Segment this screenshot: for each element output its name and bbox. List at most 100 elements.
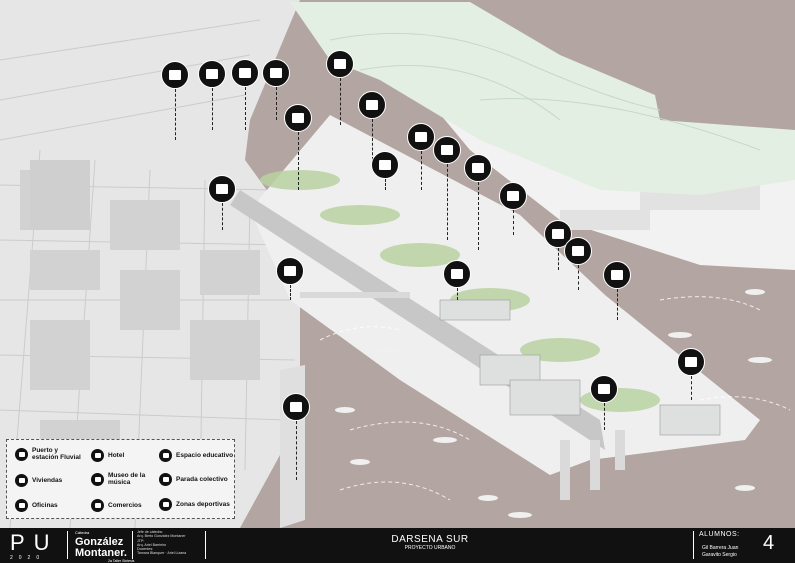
shop-icon [276, 257, 304, 285]
pu-logo: PU [10, 530, 59, 555]
divider [205, 531, 206, 559]
year: 2020 [10, 555, 46, 561]
chair-name-line1: González [75, 536, 124, 548]
pin-glyph [572, 246, 584, 256]
pin-leader [512, 210, 514, 235]
ship-icon [15, 447, 28, 461]
sports-icon [231, 59, 259, 87]
shop-icon [358, 91, 386, 119]
pin-glyph [290, 402, 302, 412]
pin-glyph [270, 68, 282, 78]
hotel-icon [91, 449, 104, 462]
housing-icon [15, 474, 28, 487]
taller-label: 2a Taller Sintesis [108, 559, 135, 563]
pin-glyph [415, 132, 427, 142]
pin-leader [420, 151, 422, 190]
pin-glyph [284, 266, 296, 276]
legend-item-shops: Comercios [91, 499, 142, 512]
pin-leader [477, 182, 479, 250]
office-icon [198, 60, 226, 88]
pin-leader [174, 89, 176, 140]
divider [132, 531, 133, 559]
pin-glyph [366, 100, 378, 110]
bus-stop-icon [159, 473, 172, 486]
pin-glyph [292, 113, 304, 123]
shop-icon [564, 237, 592, 265]
pin-glyph [507, 191, 519, 201]
pin-leader [577, 265, 579, 290]
students-label: ALUMNOS: [699, 531, 740, 538]
pin-glyph [598, 384, 610, 394]
pin-leader [384, 179, 386, 190]
pin-glyph [379, 160, 391, 170]
title-block: PU 2020 Cátedra González Montaner. 2a Ta… [0, 528, 795, 563]
legend-label: Parada colectivo [176, 476, 228, 483]
pin-leader [275, 87, 277, 120]
divider [693, 531, 694, 559]
pin-leader [690, 376, 692, 400]
project-title: DARSENA SUR [391, 534, 469, 545]
sports-icon [159, 498, 172, 511]
pin-leader [557, 248, 559, 270]
ship-icon [590, 375, 618, 403]
shop-icon [262, 59, 290, 87]
pin-leader [456, 288, 458, 300]
students-names: Gil Barrera Juan Garavito Sergio [702, 545, 739, 558]
pin-glyph [216, 184, 228, 194]
office-icon [15, 499, 28, 512]
office-icon [326, 50, 354, 78]
divider [67, 531, 68, 559]
sheet-number: 4 [763, 532, 775, 554]
pin-leader [295, 421, 297, 480]
legend-item-port: Puerto y estación Fluvial [15, 447, 81, 461]
music-museum-icon [91, 472, 104, 486]
sports-icon [371, 151, 399, 179]
graduation-cap-icon [159, 449, 172, 462]
pin-leader [339, 78, 341, 125]
pin-glyph [451, 269, 463, 279]
sports-icon [544, 220, 572, 248]
legend-item-hotel: Hotel [91, 449, 124, 462]
pin-glyph [206, 69, 218, 79]
legend-label: Zonas deportivas [176, 501, 230, 508]
pin-glyph [472, 163, 484, 173]
pin-leader [371, 119, 373, 160]
legend-label: Puerto y estación Fluvial [32, 447, 81, 461]
shop-icon [91, 499, 104, 512]
pin-leader [616, 289, 618, 320]
legend-item-music-museum: Museo de la música [91, 472, 145, 486]
masterplan-drawing [0, 0, 795, 528]
legend-label: Museo de la música [108, 472, 146, 486]
legend-label: Espacio educativo [176, 452, 234, 459]
legend-item-education: Espacio educativo [159, 449, 233, 462]
legend-box: Puerto y estación Fluvial Hotel Espacio … [6, 439, 235, 519]
pin-leader [289, 285, 291, 300]
pin-leader [603, 403, 605, 430]
pin-glyph [611, 270, 623, 280]
housing-icon [284, 104, 312, 132]
pin-leader [446, 164, 448, 240]
housing-icon [407, 123, 435, 151]
legend-label: Hotel [108, 452, 125, 459]
music-museum-icon [677, 348, 705, 376]
legend-item-housing: Viviendas [15, 474, 62, 487]
legend-label: Oficinas [32, 502, 58, 509]
graduation-cap-icon [443, 260, 471, 288]
pin-leader [297, 132, 299, 190]
pin-glyph [685, 357, 697, 367]
catedra-label: Cátedra [75, 530, 90, 535]
pin-glyph [169, 70, 181, 80]
legend-item-sports: Zonas deportivas [159, 498, 230, 511]
pin-glyph [441, 145, 453, 155]
legend-label: Viviendas [32, 477, 63, 484]
shop-icon [208, 175, 236, 203]
teachers-list: Jefe de cátedra: Arq. Berto González Mon… [137, 530, 187, 556]
ship-icon [603, 261, 631, 289]
pin-glyph [334, 59, 346, 69]
pin-glyph [239, 68, 251, 78]
shop-icon [433, 136, 461, 164]
pin-leader [221, 203, 223, 230]
bus-stop-icon [499, 182, 527, 210]
pin-leader [211, 88, 213, 130]
project-subtitle: PROYECTO URBANO [404, 545, 456, 551]
